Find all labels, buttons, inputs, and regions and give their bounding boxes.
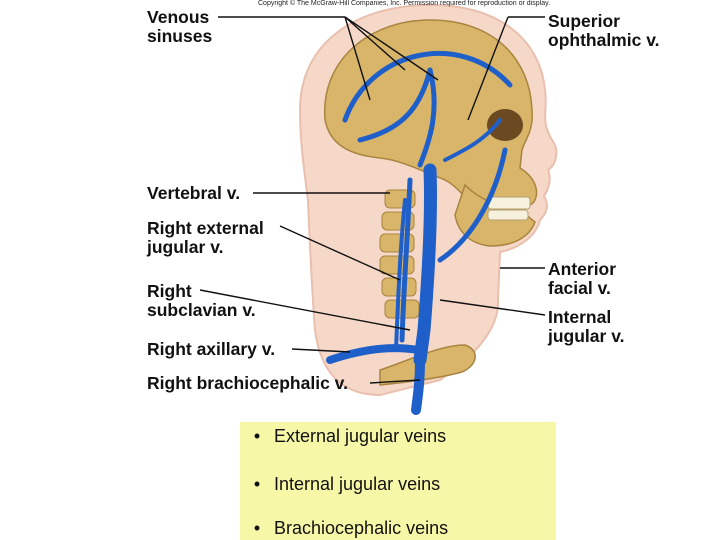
label-superior-ophthalmic-vein: Superior ophthalmic v. bbox=[548, 12, 660, 50]
notes-box: •External jugular veins •Internal jugula… bbox=[240, 422, 556, 540]
copyright-notice: Copyright © The McGraw-Hill Companies, I… bbox=[258, 0, 550, 7]
label-right-subclavian-vein: Right subclavian v. bbox=[147, 282, 256, 320]
label-right-axillary-vein: Right axillary v. bbox=[147, 340, 275, 359]
label-vertebral-vein: Vertebral v. bbox=[147, 184, 240, 203]
label-right-external-jugular-vein: Right external jugular v. bbox=[147, 219, 264, 257]
note-text: External jugular veins bbox=[274, 426, 446, 446]
label-anterior-facial-vein: Anterior facial v. bbox=[548, 260, 616, 298]
note-item: •External jugular veins bbox=[240, 426, 446, 447]
bullet: • bbox=[240, 518, 274, 539]
note-text: Brachiocephalic veins bbox=[274, 518, 448, 538]
note-item: •Internal jugular veins bbox=[240, 474, 440, 495]
lower-teeth bbox=[488, 210, 528, 220]
head-neck-illustration bbox=[0, 0, 720, 420]
bullet: • bbox=[240, 474, 274, 495]
brachiocephalic-vein bbox=[416, 362, 420, 410]
label-venous-sinuses: Venous sinuses bbox=[147, 8, 212, 46]
eye-socket bbox=[487, 109, 523, 141]
bullet: • bbox=[240, 426, 274, 447]
label-right-brachiocephalic-vein: Right brachiocephalic v. bbox=[147, 374, 348, 393]
upper-teeth bbox=[488, 197, 530, 209]
note-text: Internal jugular veins bbox=[274, 474, 440, 494]
label-internal-jugular-vein: Internal jugular v. bbox=[548, 308, 625, 346]
note-item: •Brachiocephalic veins bbox=[240, 518, 448, 539]
